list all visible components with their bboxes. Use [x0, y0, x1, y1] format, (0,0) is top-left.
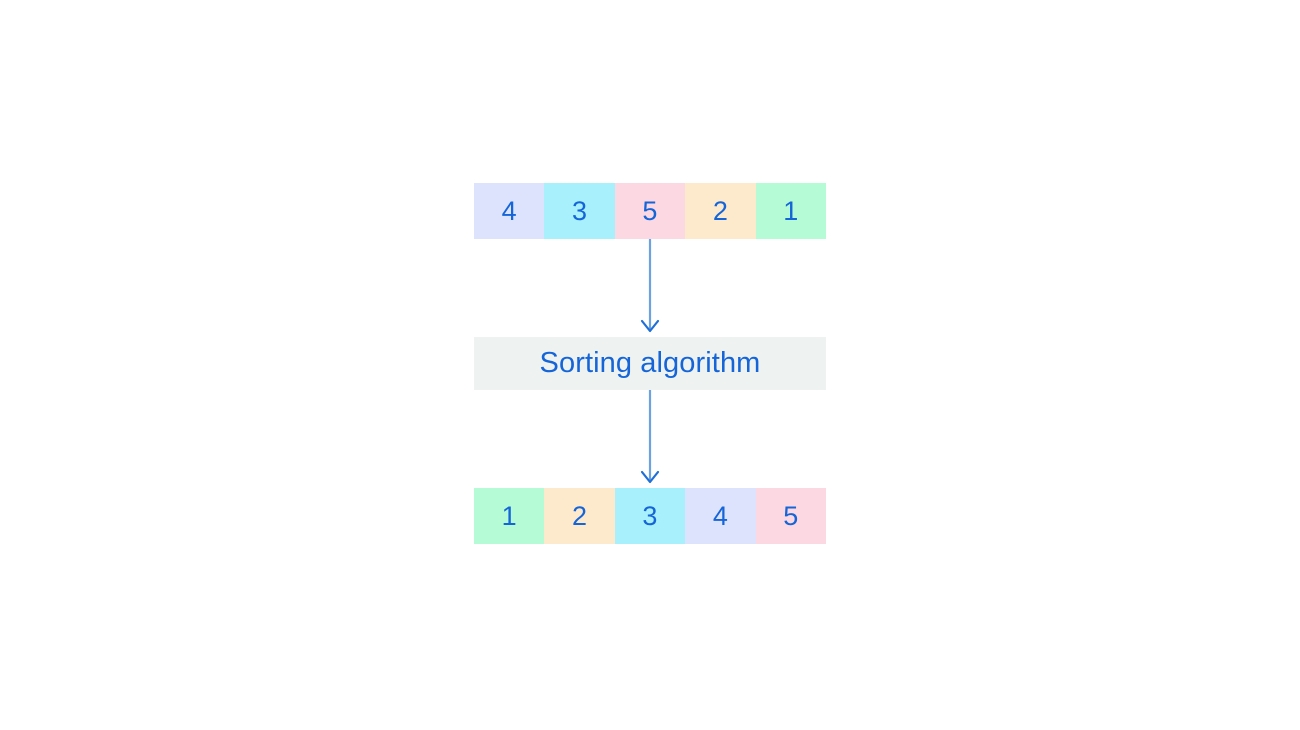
arrow-input-to-process — [640, 239, 660, 333]
arrow-process-to-output — [640, 390, 660, 484]
arrow-head-icon — [640, 319, 660, 333]
array-cell: 1 — [474, 488, 545, 544]
array-cell: 1 — [755, 183, 827, 239]
array-cell: 4 — [685, 488, 756, 544]
array-cell: 4 — [474, 183, 545, 239]
array-cell: 3 — [614, 488, 686, 544]
array-cell: 5 — [755, 488, 827, 544]
sorting-algorithm-box: Sorting algorithm — [474, 337, 826, 390]
sorting-algorithm-label: Sorting algorithm — [539, 347, 761, 379]
array-cell: 5 — [614, 183, 686, 239]
array-cell: 2 — [544, 488, 615, 544]
arrow-head-icon — [640, 470, 660, 484]
array-cell: 3 — [544, 183, 615, 239]
array-cell: 2 — [685, 183, 756, 239]
